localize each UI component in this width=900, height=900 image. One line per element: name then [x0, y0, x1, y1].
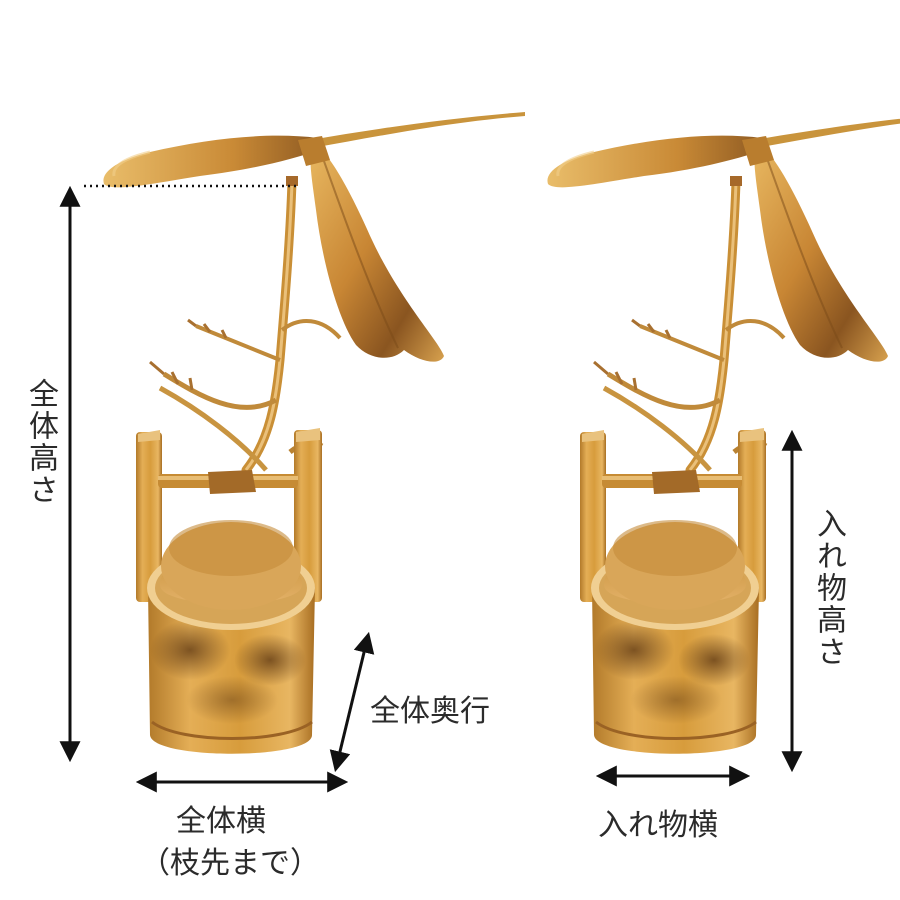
total-depth-label: 全体奥行 — [370, 694, 490, 729]
total-width-label: 全体横 — [176, 804, 266, 839]
bamboo-vase-full-image — [103, 112, 525, 754]
total-depth-arrow — [329, 631, 375, 773]
vessel-height-label: 入れ物高さ — [811, 508, 846, 668]
total-height-label: 全体高さ — [23, 378, 58, 506]
total-width-note: （枝先まで） — [140, 846, 320, 881]
vessel-width-label: 入れ物横 — [598, 808, 718, 843]
